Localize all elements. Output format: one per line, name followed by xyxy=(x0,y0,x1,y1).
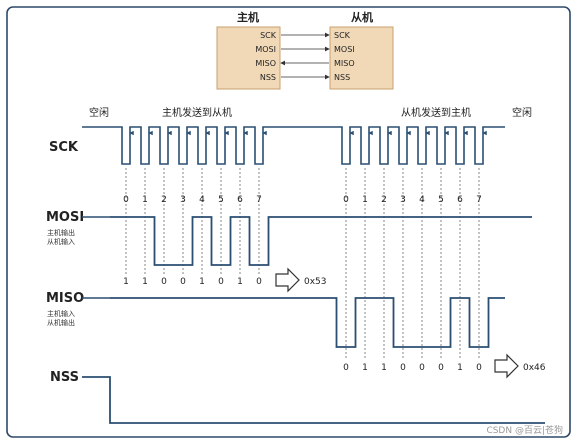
master-to-slave-label: 主机发送到从机 xyxy=(162,106,232,119)
bit-index-label: 3 xyxy=(180,195,186,205)
mosi-sub-label-2: 从机输入 xyxy=(47,237,75,246)
master-title: 主机 xyxy=(237,10,259,24)
bit-index-label: 1 xyxy=(142,195,148,205)
bit-index-label: 7 xyxy=(256,195,262,205)
miso-bit-value: 0 xyxy=(476,363,482,373)
miso-bit-value: 0 xyxy=(400,363,406,373)
nss-waveform xyxy=(82,376,545,424)
master-block xyxy=(216,26,281,90)
idle-left-label: 空闲 xyxy=(89,106,109,119)
miso-bit-value: 0 xyxy=(438,363,444,373)
bit-index-label: 2 xyxy=(161,195,167,205)
outer-frame xyxy=(6,6,571,438)
miso-trace xyxy=(110,297,505,348)
bit-index-label: 1 xyxy=(362,195,368,205)
sck-waveform xyxy=(82,126,505,165)
miso-waveform xyxy=(82,297,505,348)
miso-hex-arrow xyxy=(494,353,519,379)
miso-bit-value: 0 xyxy=(419,363,425,373)
miso-bit-value: 0 xyxy=(343,363,349,373)
slave-pin-mosi: MOSI xyxy=(334,45,355,54)
sck-signal-label: SCK xyxy=(49,140,79,155)
miso-signal-label: MISO xyxy=(46,291,84,306)
watermark-text: CSDN @百云|苍狗 xyxy=(486,424,563,436)
miso-bit-value: 1 xyxy=(362,363,368,373)
bit-index-label: 6 xyxy=(237,195,243,205)
miso-bit-value: 1 xyxy=(381,363,387,373)
miso-sub-label-1: 主机输入 xyxy=(47,309,75,318)
mosi-bit-value: 1 xyxy=(199,277,205,287)
master-pin-sck: SCK xyxy=(260,31,277,40)
slave-pin-sck: SCK xyxy=(334,31,351,40)
bit-index-label: 2 xyxy=(381,195,387,205)
bit-labels: 0 1 2 3 4 5 6 7 0 1 2 3 4 5 6 7 1 1 0 0 1 0 1 0 0 1 1 0 0 0 1 0 xyxy=(123,195,482,373)
slave-to-master-label: 从机发送到主机 xyxy=(401,106,471,119)
mosi-sub-label-1: 主机输出 xyxy=(47,228,75,237)
slave-title: 从机 xyxy=(351,10,373,24)
bit-index-label: 4 xyxy=(199,195,205,205)
slave-pin-miso: MISO xyxy=(334,59,355,68)
mosi-bit-value: 0 xyxy=(180,277,186,287)
slave-pin-nss: NSS xyxy=(334,73,350,82)
mosi-bit-value: 0 xyxy=(256,277,262,287)
sample-guide-lines xyxy=(125,168,480,358)
master-pin-nss: NSS xyxy=(260,73,276,82)
bit-index-label: 4 xyxy=(419,195,425,205)
miso-bit-value: 1 xyxy=(457,363,463,373)
nss-signal-label: NSS xyxy=(50,370,79,385)
mosi-hex-arrow xyxy=(275,267,300,293)
mosi-bit-value: 0 xyxy=(218,277,224,287)
mosi-signal-label: MOSI xyxy=(46,210,84,225)
miso-hex-value: 0x46 xyxy=(523,363,546,373)
mosi-waveform xyxy=(82,216,532,266)
bit-index-label: 0 xyxy=(123,195,129,205)
mosi-bit-value: 1 xyxy=(142,277,148,287)
bit-index-label: 6 xyxy=(457,195,463,205)
nss-trace xyxy=(82,376,545,424)
slave-block xyxy=(329,26,394,90)
miso-sub-label-2: 从机输出 xyxy=(47,318,75,327)
mosi-trace xyxy=(110,216,532,266)
bit-index-label: 7 xyxy=(476,195,482,205)
bit-index-label: 3 xyxy=(400,195,406,205)
mosi-hex-value: 0x53 xyxy=(304,277,327,287)
bit-index-label: 5 xyxy=(438,195,444,205)
block-diagram: 主机 从机 SCK MOSI MISO NSS SCK MOSI MISO NS… xyxy=(216,10,394,90)
mosi-bit-value: 1 xyxy=(123,277,129,287)
idle-right-label: 空闲 xyxy=(512,106,532,119)
master-pin-miso: MISO xyxy=(255,59,276,68)
mosi-bit-value: 1 xyxy=(237,277,243,287)
master-pin-mosi: MOSI xyxy=(255,45,276,54)
bit-index-label: 0 xyxy=(343,195,349,205)
bit-index-label: 5 xyxy=(218,195,224,205)
mosi-bit-value: 0 xyxy=(161,277,167,287)
